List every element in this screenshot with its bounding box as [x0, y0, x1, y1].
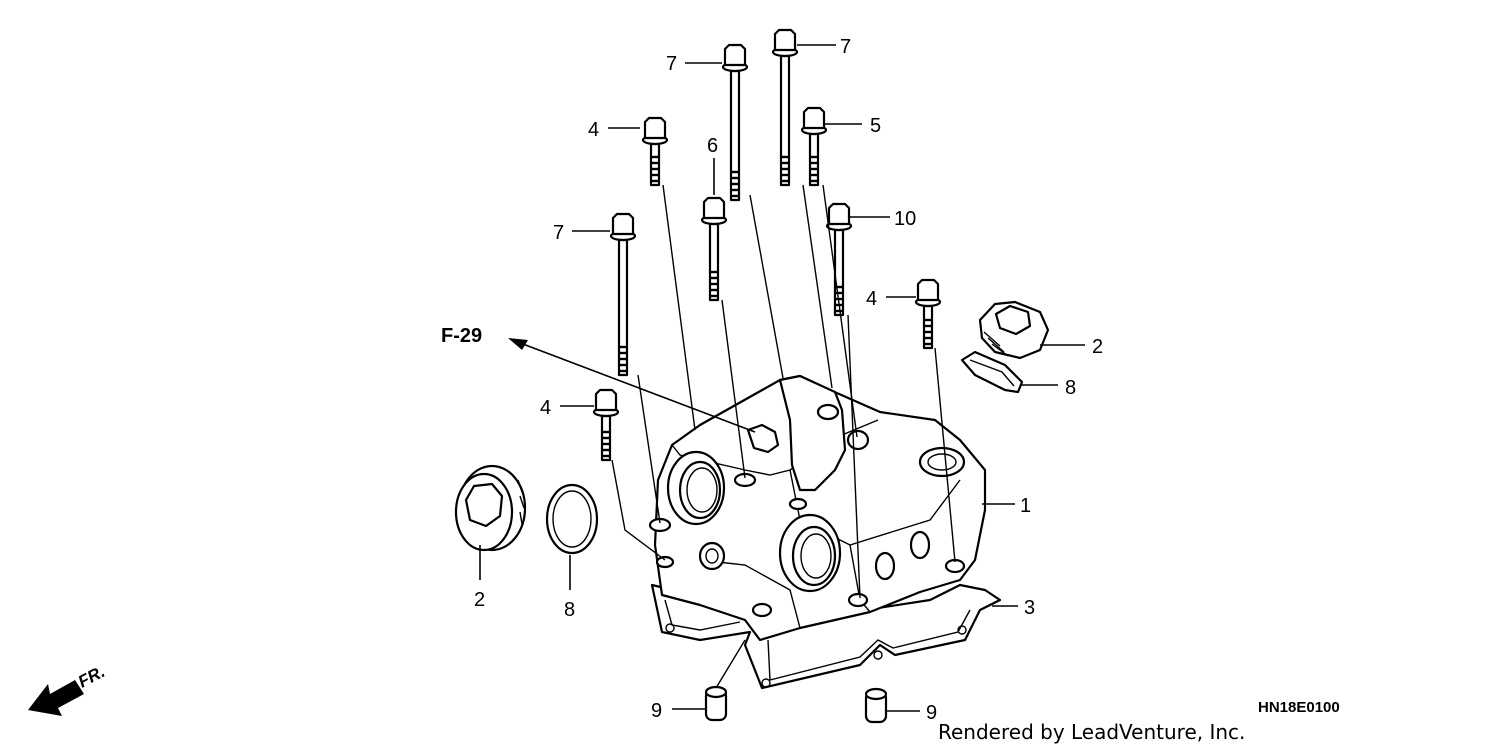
callout-7: 7 [553, 222, 564, 244]
bolt-4-upper[interactable] [641, 116, 669, 187]
bolt-5[interactable] [800, 106, 828, 187]
bolt-group [592, 28, 942, 462]
o-ring-right[interactable] [960, 350, 1024, 394]
front-label: FR. [75, 662, 108, 692]
callout-8: 8 [564, 599, 575, 621]
bolt-7-upper-right[interactable] [771, 28, 799, 187]
oil-filler-cap-left[interactable] [454, 464, 527, 552]
o-ring-left[interactable] [545, 483, 599, 555]
callout-2: 2 [474, 589, 485, 611]
dowel-pin-right[interactable] [864, 687, 888, 724]
bolt-4-right[interactable] [914, 278, 942, 350]
callout-10: 10 [894, 208, 916, 230]
dowel-pin-left[interactable] [704, 685, 728, 722]
leader-lines [479, 44, 1085, 712]
callout-4: 4 [866, 288, 877, 310]
callout-7: 7 [840, 36, 851, 58]
callout-3: 3 [1024, 597, 1035, 619]
callout-1: 1 [1020, 495, 1031, 517]
oil-filler-cap-right[interactable] [978, 300, 1050, 360]
callout-8: 8 [1065, 377, 1076, 399]
callout-9: 9 [651, 700, 662, 722]
callout-labels: 7 7 4 6 5 10 7 4 2 8 4 1 3 2 8 9 9 F-29 … [441, 36, 1340, 744]
bolt-7-left[interactable] [609, 212, 637, 377]
reference-label: F-29 [441, 325, 482, 347]
credit-text: Rendered by LeadVenture, Inc. [938, 720, 1245, 744]
callout-4: 4 [588, 119, 599, 141]
callout-5: 5 [870, 115, 881, 137]
callout-9: 9 [926, 702, 937, 724]
bolt-7-upper-left[interactable] [721, 43, 749, 202]
callout-6: 6 [707, 135, 718, 157]
bolt-4-lower[interactable] [592, 388, 620, 462]
diagram-code: HN18E0100 [1258, 699, 1340, 716]
front-direction-arrow: FR. [28, 662, 108, 716]
callout-4: 4 [540, 397, 551, 419]
callout-7: 7 [666, 53, 677, 75]
bolt-10[interactable] [825, 202, 853, 317]
callout-2: 2 [1092, 336, 1103, 358]
bolt-6[interactable] [700, 196, 728, 302]
